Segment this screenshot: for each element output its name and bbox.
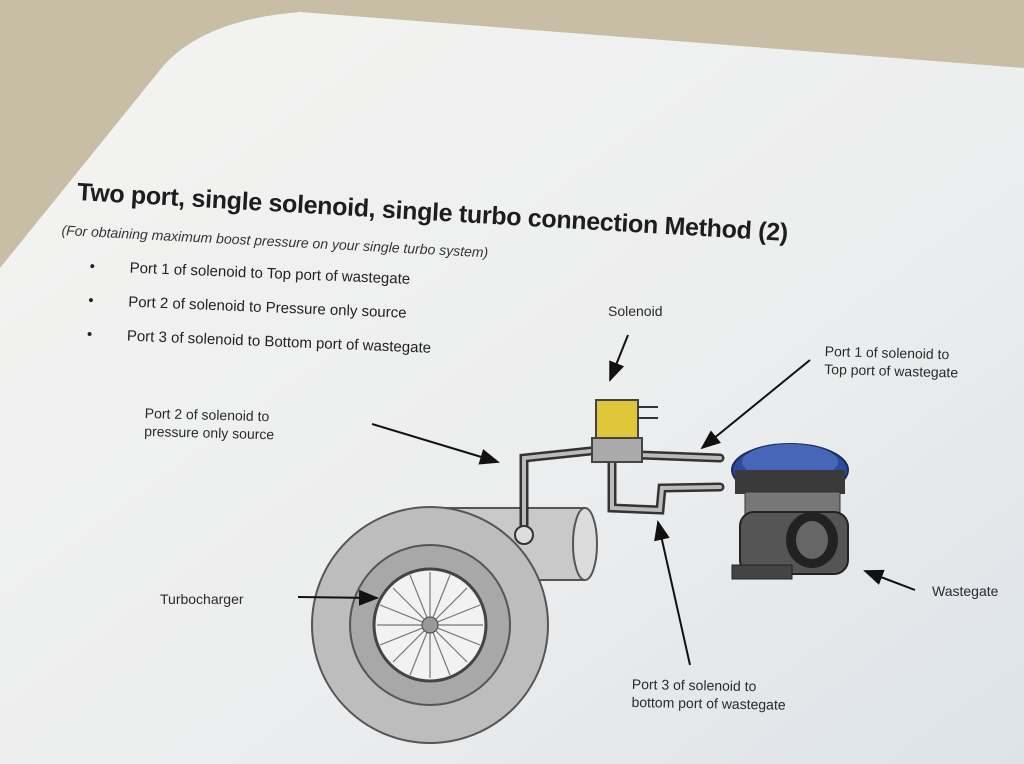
- label-port2: Port 2 of solenoid to pressure only sour…: [144, 404, 275, 443]
- label-port1: Port 1 of solenoid to Top port of wasteg…: [824, 342, 959, 381]
- label-solenoid: Solenoid: [608, 303, 663, 319]
- wastegate-illustration: [731, 443, 849, 580]
- label-turbocharger: Turbocharger: [160, 591, 244, 607]
- label-port3: Port 3 of solenoid to bottom port of was…: [631, 675, 786, 714]
- turbocharger-illustration: [311, 506, 598, 744]
- callout-arrows: [297, 334, 916, 666]
- label-port1-line2: Top port of wastegate: [824, 360, 959, 381]
- label-port3-line2: bottom port of wastegate: [631, 693, 786, 713]
- label-wastegate: Wastegate: [932, 583, 999, 599]
- label-port2-line2: pressure only source: [144, 422, 275, 443]
- bullet-list: •Port 1 of solenoid to Top port of waste…: [86, 258, 434, 374]
- solenoid-illustration: [591, 399, 658, 463]
